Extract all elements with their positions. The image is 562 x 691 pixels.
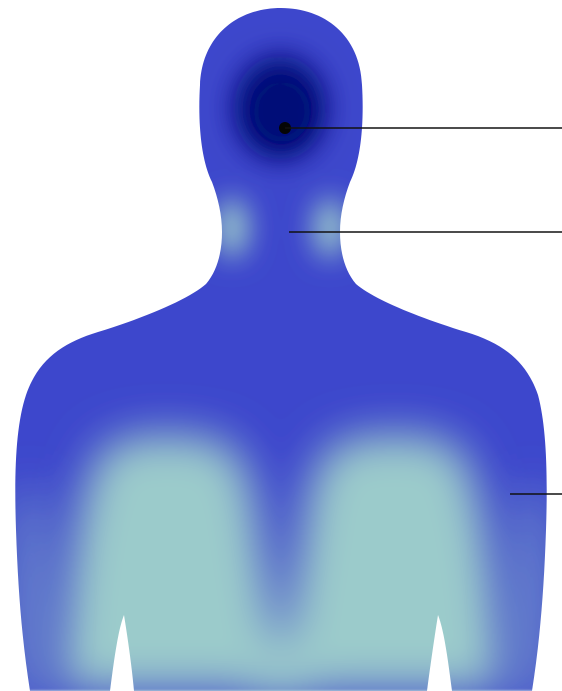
body-heatmap-diagram <box>0 0 562 691</box>
